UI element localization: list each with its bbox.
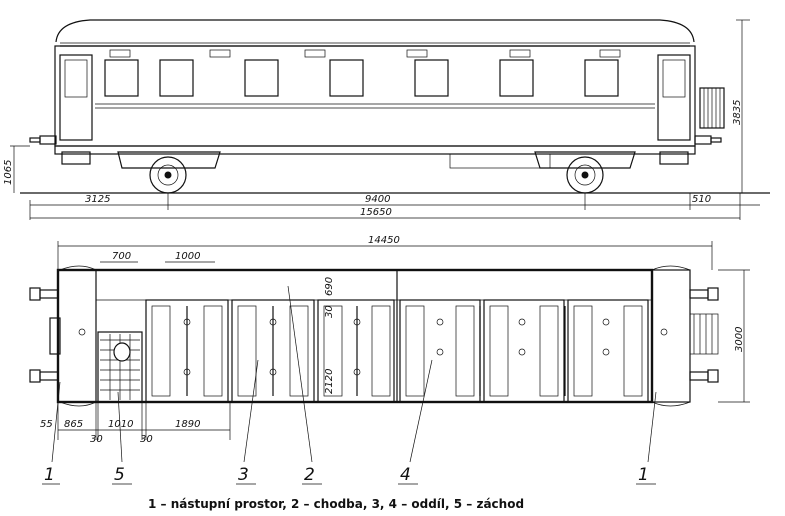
dim-3835: 3835 — [732, 100, 743, 125]
dim-9400: 9400 — [365, 194, 390, 205]
dim-1010: 1010 — [108, 419, 133, 430]
door-right — [657, 54, 691, 141]
dim-30-a: 30 — [324, 305, 335, 318]
dim-14450: 14450 — [368, 235, 400, 246]
dim-3000: 3000 — [734, 327, 745, 352]
bogie-right — [534, 151, 636, 194]
dim-1065: 1065 — [3, 160, 14, 185]
callout-5: 5 — [114, 465, 125, 485]
dim-15650: 15650 — [360, 207, 392, 218]
dim-865: 865 — [64, 419, 83, 430]
dim-700: 700 — [112, 251, 131, 262]
callout-1-right: 1 — [638, 465, 649, 485]
dim-690: 690 — [324, 277, 335, 296]
callouts: 1 5 3 2 4 1 — [42, 285, 657, 485]
compartments — [145, 299, 649, 403]
callout-2: 2 — [304, 465, 315, 485]
dim-30-c: 30 — [140, 434, 153, 445]
side-elevation: 3125 9400 510 15650 1065 3835 — [3, 19, 770, 220]
dim-1890: 1890 — [175, 419, 200, 430]
buffers-left — [29, 287, 61, 383]
dim-510: 510 — [692, 194, 711, 205]
buffers-right — [651, 269, 719, 403]
callout-1-left: 1 — [44, 465, 55, 485]
dim-2120: 2120 — [324, 369, 335, 394]
plan-outline — [56, 268, 654, 404]
fixture-marks — [183, 318, 610, 376]
floor-plan: 14450 700 1000 — [29, 235, 750, 485]
legend: 1 – nástupní prostor, 2 – chodba, 3, 4 –… — [148, 497, 524, 511]
dim-55: 55 — [40, 419, 53, 430]
dim-3125: 3125 — [85, 194, 110, 205]
gangway-bellows — [699, 87, 725, 129]
callout-4: 4 — [400, 465, 411, 485]
door-left — [59, 54, 93, 141]
bogie-left — [117, 151, 221, 194]
dim-30-b: 30 — [90, 434, 103, 445]
toilet-room — [97, 331, 143, 403]
dim-1000: 1000 — [175, 251, 200, 262]
roof-vents — [109, 49, 621, 58]
callout-3: 3 — [238, 465, 249, 485]
windows — [104, 59, 619, 97]
